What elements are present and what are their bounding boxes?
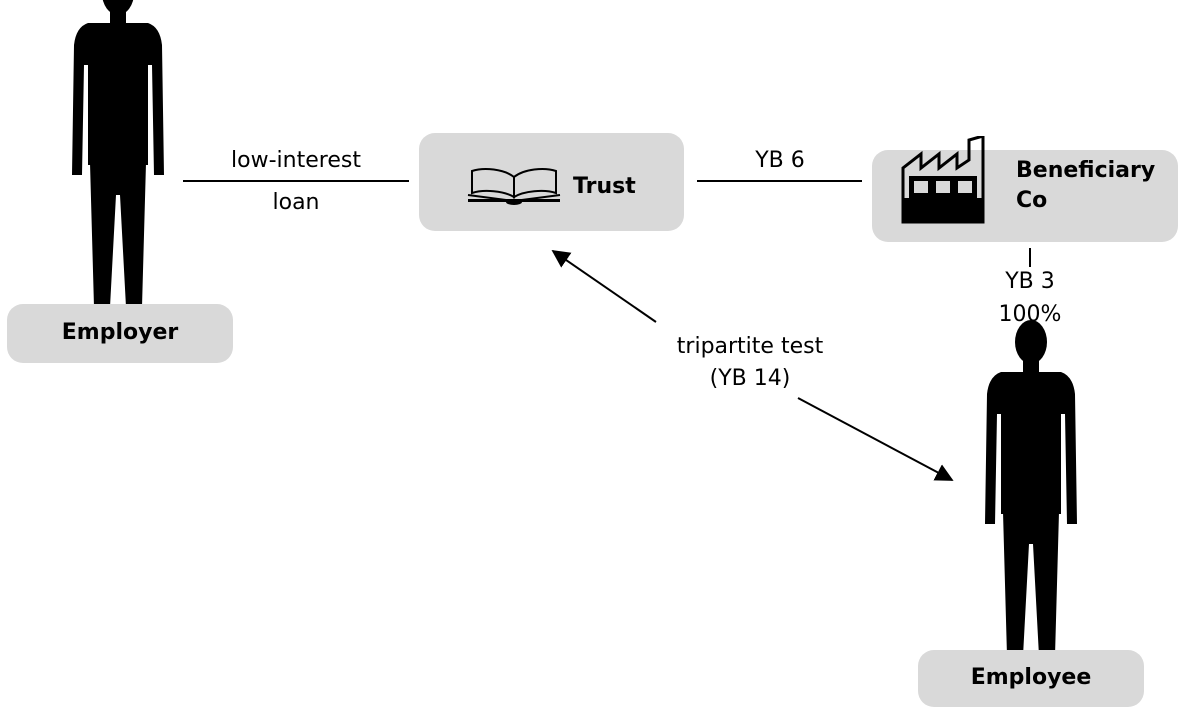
employer-label-box [7,304,233,363]
edge-beneficiary-employee-label-line1: YB 3 [1005,269,1055,294]
factory-icon [901,136,985,224]
trust-node [419,133,684,231]
edge-beneficiary-employee-label-line2: 100% [998,302,1062,327]
edge-trust-employee-arrow-lower [797,397,954,481]
employee-label-box [918,650,1144,707]
edge-trust-employee-label-line1: tripartite test [676,334,824,359]
edge-trust-employee-label-line2: (YB 14) [709,366,791,391]
employer-label: Employer [61,320,179,345]
person-silhouette-icon [985,320,1077,665]
employee-label: Employee [970,665,1092,690]
edge-trust-employee-arrow-upper [551,249,657,323]
trust-label: Trust [573,174,636,199]
open-book-icon [467,168,561,205]
edge-employer-trust-label-line2: loan [272,190,320,215]
beneficiary-co-label-line1: Beneficiary [1016,158,1156,183]
person-silhouette-icon [72,0,164,316]
beneficiary-co-label-line2: Co [1016,188,1048,213]
edge-employer-trust-label-line1: low-interest [231,148,361,173]
edge-trust-beneficiary-label: YB 6 [755,148,805,173]
